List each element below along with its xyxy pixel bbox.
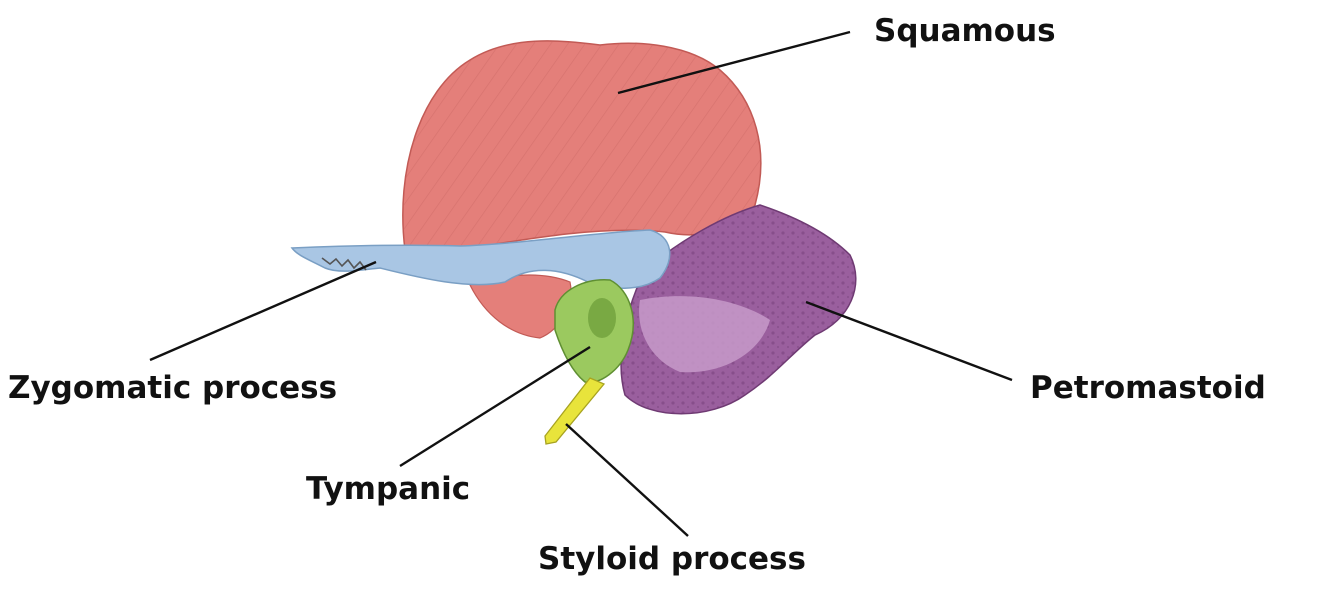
styloid-region [545,378,604,444]
leader-line-petromastoid [806,302,1012,380]
label-styloid-process: Styloid process [538,544,806,575]
leader-line-styloid [566,424,688,536]
label-petromastoid: Petromastoid [1030,373,1266,404]
leader-line-tympanic [400,347,590,466]
label-squamous: Squamous [874,16,1056,47]
leader-line-zygomatic [150,262,376,360]
label-zygomatic-process: Zygomatic process [8,373,337,404]
label-tympanic: Tympanic [306,474,470,505]
